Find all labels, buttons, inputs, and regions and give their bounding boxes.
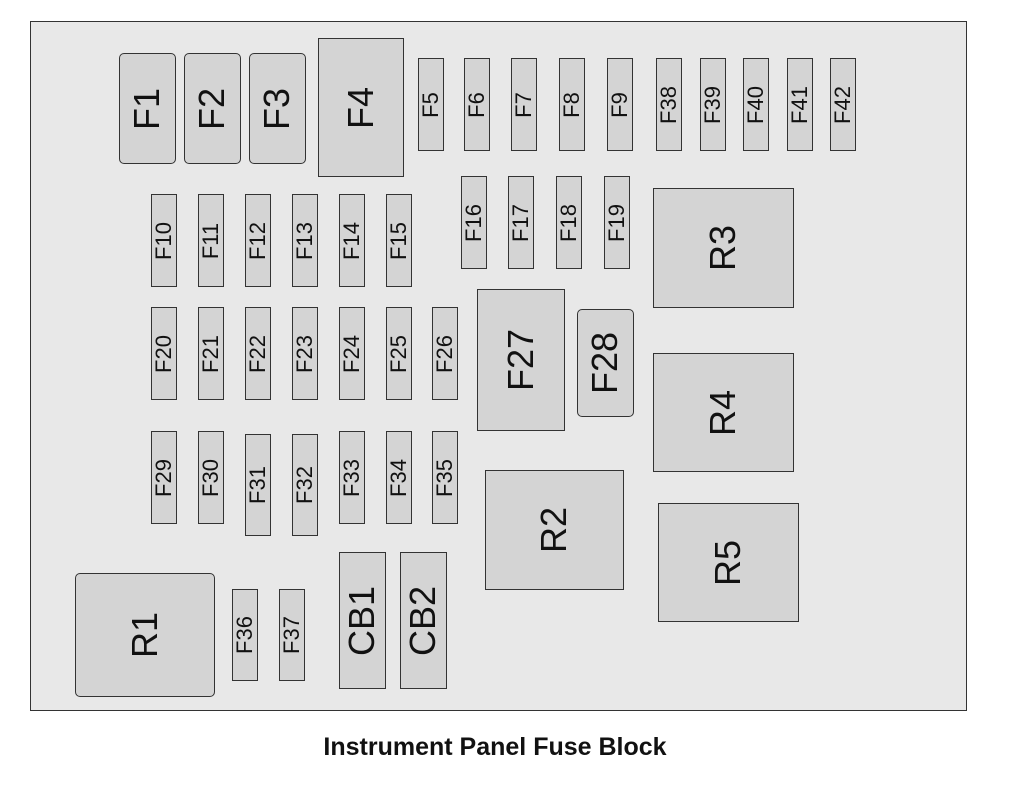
fuse-f33: F33 bbox=[339, 431, 365, 524]
fuse-f14: F14 bbox=[339, 194, 365, 287]
fuse-f37: F37 bbox=[279, 589, 305, 681]
component-label: F8 bbox=[559, 91, 584, 118]
component-label: F9 bbox=[607, 91, 632, 118]
component-label: F2 bbox=[191, 87, 233, 130]
component-label: CB1 bbox=[341, 585, 383, 656]
component-label: F41 bbox=[787, 85, 813, 124]
component-label: F24 bbox=[339, 334, 365, 373]
component-label: F21 bbox=[198, 334, 224, 373]
fuse-f32: F32 bbox=[292, 434, 318, 536]
fuse-f5: F5 bbox=[418, 58, 444, 151]
fuse-f11: F11 bbox=[198, 194, 224, 287]
component-label: F7 bbox=[511, 91, 536, 118]
component-label: F1 bbox=[126, 87, 168, 130]
component-label: F18 bbox=[556, 203, 582, 242]
fuse-f10: F10 bbox=[151, 194, 177, 287]
fuse-f42: F42 bbox=[830, 58, 856, 151]
component-label: F23 bbox=[292, 334, 318, 373]
fuse-f8: F8 bbox=[559, 58, 585, 151]
fuse-f13: F13 bbox=[292, 194, 318, 287]
fuse-f1: F1 bbox=[119, 53, 176, 164]
fuse-f41: F41 bbox=[787, 58, 813, 151]
fuse-f39: F39 bbox=[700, 58, 726, 151]
relay-r1: R1 bbox=[75, 573, 215, 697]
fuse-f4: F4 bbox=[318, 38, 404, 177]
relay-r3: R3 bbox=[653, 188, 794, 308]
component-label: F3 bbox=[256, 87, 298, 130]
fuse-f26: F26 bbox=[432, 307, 458, 400]
fuse-f16: F16 bbox=[461, 176, 487, 269]
fuse-f7: F7 bbox=[511, 58, 537, 151]
circuit-breaker-cb1: CB1 bbox=[339, 552, 386, 689]
component-label: F16 bbox=[461, 203, 487, 242]
component-label: F17 bbox=[508, 203, 534, 242]
component-label: F28 bbox=[584, 331, 626, 395]
component-label: F14 bbox=[339, 221, 365, 260]
component-label: R2 bbox=[533, 506, 575, 554]
component-label: F12 bbox=[245, 221, 271, 260]
fuse-f15: F15 bbox=[386, 194, 412, 287]
component-label: F6 bbox=[464, 91, 489, 118]
fuse-f12: F12 bbox=[245, 194, 271, 287]
diagram-caption: Instrument Panel Fuse Block bbox=[323, 733, 667, 761]
fuse-f29: F29 bbox=[151, 431, 177, 524]
component-label: F36 bbox=[232, 616, 258, 654]
fuse-f22: F22 bbox=[245, 307, 271, 400]
component-label: F38 bbox=[656, 85, 682, 124]
fuse-f20: F20 bbox=[151, 307, 177, 400]
fuse-f18: F18 bbox=[556, 176, 582, 269]
component-label: F39 bbox=[700, 85, 726, 124]
component-label: F32 bbox=[292, 466, 318, 504]
fuse-f21: F21 bbox=[198, 307, 224, 400]
component-label: F11 bbox=[198, 222, 223, 259]
fuse-f40: F40 bbox=[743, 58, 769, 151]
relay-r4: R4 bbox=[653, 353, 794, 472]
component-label: F42 bbox=[830, 85, 856, 124]
fuse-f6: F6 bbox=[464, 58, 490, 151]
component-label: F19 bbox=[604, 203, 630, 242]
circuit-breaker-cb2: CB2 bbox=[400, 552, 447, 689]
component-label: F27 bbox=[499, 328, 541, 392]
component-label: R5 bbox=[707, 539, 749, 586]
fuse-f24: F24 bbox=[339, 307, 365, 400]
fuse-f19: F19 bbox=[604, 176, 630, 269]
component-label: F31 bbox=[245, 466, 271, 504]
component-label: F26 bbox=[432, 334, 458, 373]
component-label: F5 bbox=[418, 91, 443, 118]
component-label: F15 bbox=[386, 221, 412, 260]
fuse-f28: F28 bbox=[577, 309, 634, 417]
fuse-f3: F3 bbox=[249, 53, 306, 164]
fuse-f36: F36 bbox=[232, 589, 258, 681]
fuse-f27: F27 bbox=[477, 289, 565, 431]
fuse-f23: F23 bbox=[292, 307, 318, 400]
component-label: F29 bbox=[151, 458, 177, 497]
component-label: F34 bbox=[386, 458, 412, 497]
fuse-f9: F9 bbox=[607, 58, 633, 151]
component-label: F30 bbox=[198, 458, 224, 497]
fuse-f25: F25 bbox=[386, 307, 412, 400]
component-label: R4 bbox=[702, 389, 744, 436]
fuse-f31: F31 bbox=[245, 434, 271, 536]
component-label: F35 bbox=[432, 458, 458, 497]
fuse-f2: F2 bbox=[184, 53, 241, 164]
fuse-f38: F38 bbox=[656, 58, 682, 151]
relay-r5: R5 bbox=[658, 503, 799, 622]
component-label: F37 bbox=[279, 616, 305, 654]
component-label: CB2 bbox=[402, 585, 444, 656]
component-label: F20 bbox=[151, 334, 177, 373]
component-label: R3 bbox=[702, 224, 744, 272]
fuse-f17: F17 bbox=[508, 176, 534, 269]
fuse-f34: F34 bbox=[386, 431, 412, 524]
relay-r2: R2 bbox=[485, 470, 624, 590]
fuse-f35: F35 bbox=[432, 431, 458, 524]
component-label: F4 bbox=[339, 86, 381, 129]
component-label: F33 bbox=[339, 458, 365, 497]
component-label: R1 bbox=[124, 611, 165, 659]
fuse-f30: F30 bbox=[198, 431, 224, 524]
component-label: F22 bbox=[245, 334, 271, 373]
component-label: F10 bbox=[151, 221, 177, 260]
component-label: F13 bbox=[292, 221, 318, 260]
component-label: F25 bbox=[386, 334, 412, 373]
component-label: F40 bbox=[743, 85, 769, 124]
